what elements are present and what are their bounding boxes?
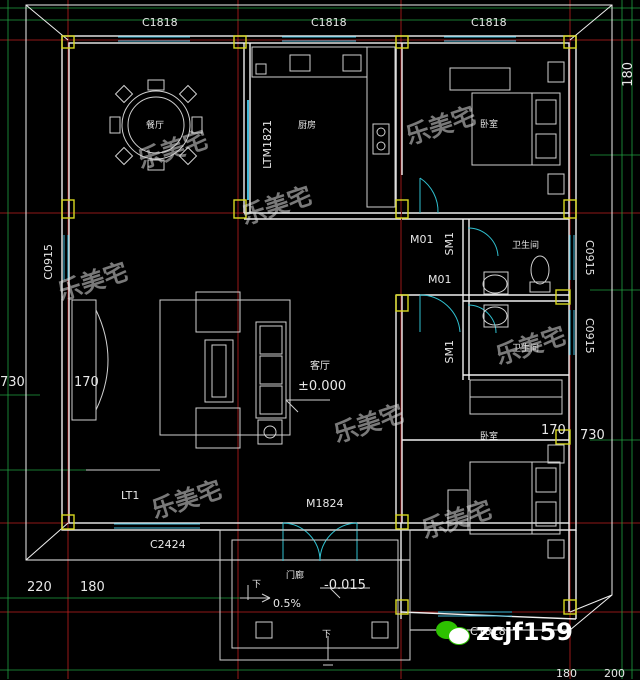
window-label-bath-1: C0915: [583, 240, 596, 276]
door-label-m01-upper: M01: [410, 233, 434, 246]
level-porch: -0.015: [324, 578, 366, 593]
level-slope: 0.5%: [273, 597, 301, 610]
window-label-bath-2: C0915: [583, 318, 596, 354]
dim-bottom-right-b: 200: [604, 667, 625, 680]
room-label-bedroom-bottom: 卧室: [480, 432, 499, 442]
window-label-top-right: C1818: [471, 16, 507, 29]
door-label-main-entry: M1824: [306, 497, 344, 510]
wechat-badge: zcjf159: [436, 618, 573, 646]
walls: [61, 35, 577, 620]
stairs-label: LT1: [121, 489, 140, 502]
arrow-down-label-2: 下: [322, 630, 332, 640]
level-living: ±0.000: [298, 379, 347, 394]
room-label-living: 客厅: [310, 361, 330, 372]
arrow-down-label-1: 下: [252, 580, 262, 590]
dim-bottom-180: 180: [80, 580, 105, 595]
wechat-icon: [436, 619, 470, 645]
door-swings: [282, 177, 499, 562]
door-label-m01-lower: M01: [428, 273, 452, 286]
dim-bottom-right-a: 180: [556, 667, 577, 680]
room-label-bathroom-top: 卫生间: [512, 241, 540, 251]
window-label-bottom: C2424: [150, 538, 186, 551]
wechat-id: zcjf159: [476, 618, 573, 646]
furniture: [71, 46, 565, 666]
dim-right-top: 180: [621, 62, 636, 87]
dim-left-170: 170: [74, 375, 99, 390]
dim-bottom-220: 220: [27, 580, 52, 595]
window-label-top-left: C1818: [142, 16, 178, 29]
columns: [61, 35, 577, 615]
door-label-kitchen: LTM1821: [261, 120, 274, 169]
window-label-bottom-right: C1818: [470, 625, 506, 638]
room-label-kitchen: 厨房: [298, 121, 317, 131]
windows-drawing: [63, 36, 575, 617]
door-label-sm1-upper: SM1: [443, 232, 456, 256]
window-label-top-mid: C1818: [311, 16, 347, 29]
dim-right-730: 730: [580, 428, 605, 443]
dim-right-170: 170: [541, 423, 566, 438]
door-label-sm1-lower: SM1: [443, 340, 456, 364]
room-label-bathroom-bottom: 卫生间: [512, 344, 540, 354]
room-label-bedroom-top: 卧室: [480, 120, 499, 130]
dim-left-730: 730: [0, 375, 25, 390]
room-label-dining: 餐厅: [146, 121, 165, 131]
room-label-porch: 门廊: [286, 571, 305, 581]
